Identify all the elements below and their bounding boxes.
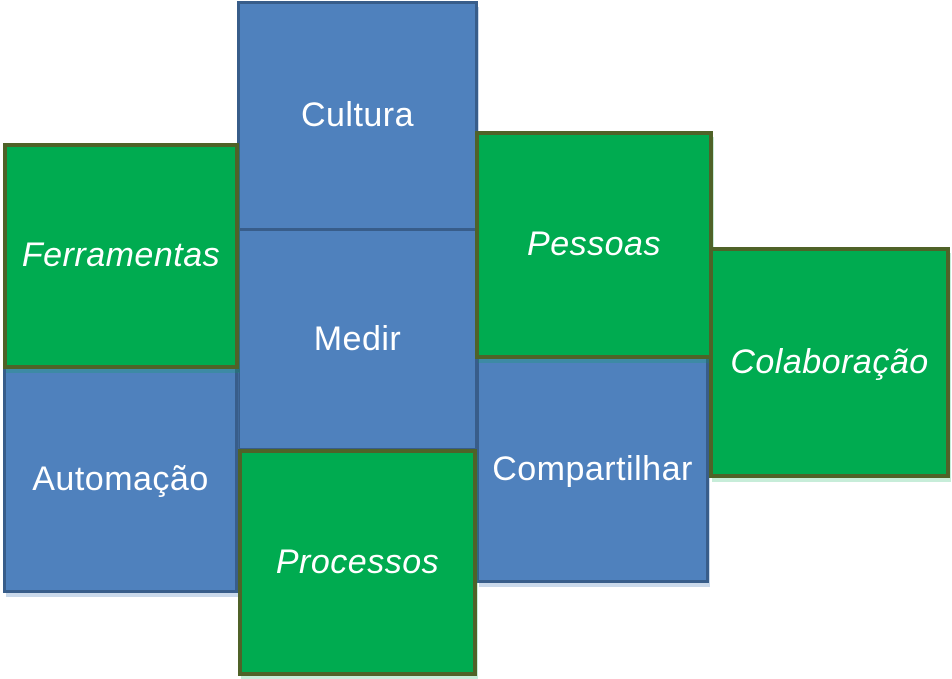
box-pessoas: Pessoas xyxy=(475,131,713,359)
box-cultura-label: Cultura xyxy=(300,96,415,135)
box-ferramentas: Ferramentas xyxy=(3,143,239,369)
box-automacao: Automação xyxy=(3,366,238,593)
box-ferramentas-label: Ferramentas xyxy=(21,236,221,275)
box-compartilhar: Compartilhar xyxy=(476,356,709,583)
box-colaboracao: Colaboração xyxy=(709,247,950,478)
box-cultura: Cultura xyxy=(237,1,478,231)
box-compartilhar-label: Compartilhar xyxy=(492,449,693,488)
box-medir-label: Medir xyxy=(313,319,402,358)
box-colaboracao-label: Colaboração xyxy=(730,342,929,381)
box-pessoas-label: Pessoas xyxy=(527,225,661,264)
box-processos-label: Processos xyxy=(275,542,440,581)
box-medir: Medir xyxy=(237,228,478,451)
box-processos: Processos xyxy=(238,449,477,676)
box-automacao-label: Automação xyxy=(32,459,209,498)
